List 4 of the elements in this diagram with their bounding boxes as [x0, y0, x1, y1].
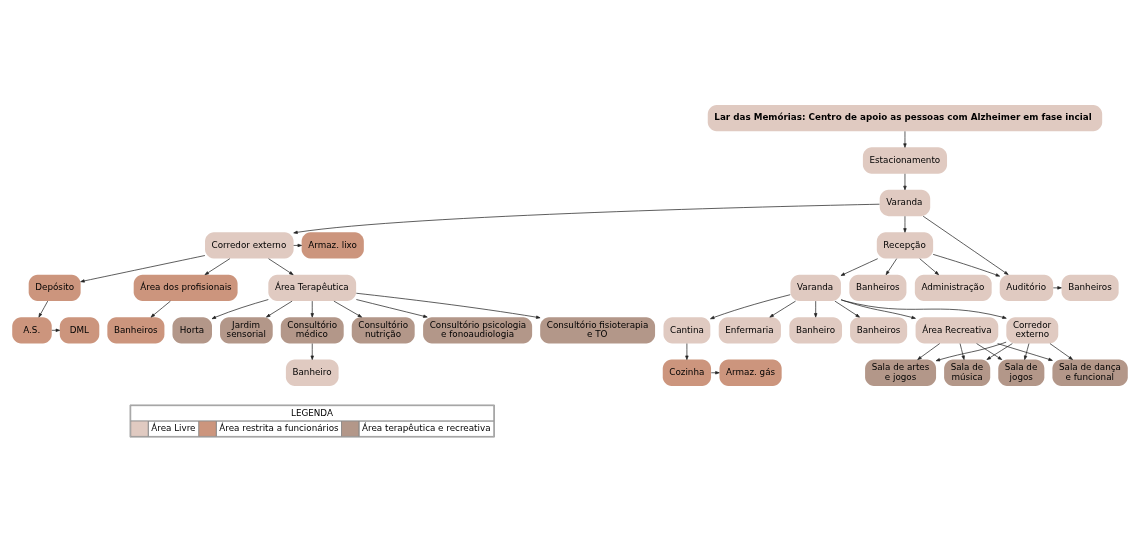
legend-label: Área Livre	[151, 422, 196, 433]
legend-label: Área restrita a funcionários	[219, 422, 339, 433]
label: LEGENDA	[291, 407, 333, 418]
legend-label: Área terapêutica e recreativa	[362, 422, 491, 433]
